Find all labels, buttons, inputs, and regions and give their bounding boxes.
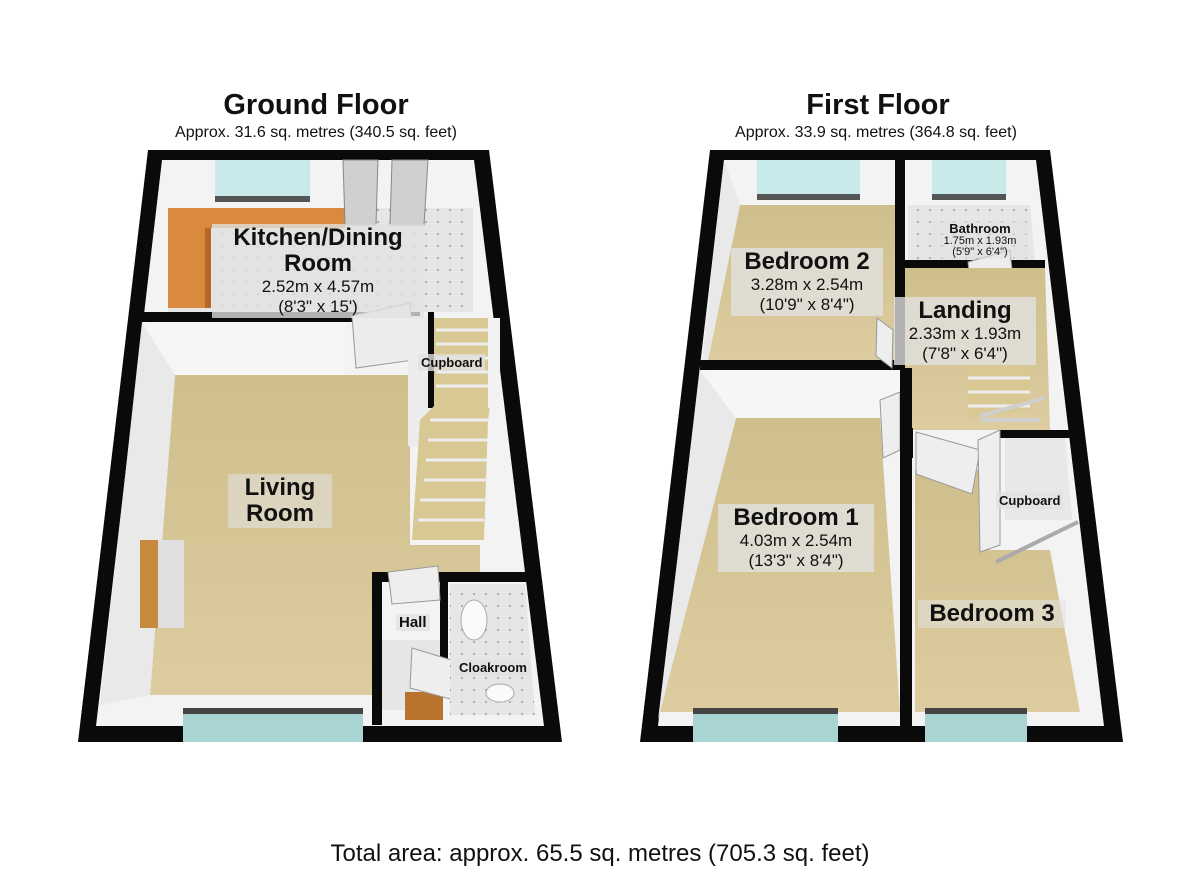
bathroom-label: Bathroom 1.75m x 1.93m (5'9" x 6'4") [932, 220, 1028, 259]
kitchen-metric: 2.52m x 4.57m [261, 277, 375, 296]
bedroom3-label: Bedroom 3 [918, 600, 1066, 628]
bathroom-imperial: (5'9" x 6'4") [952, 246, 1008, 258]
toilet [460, 599, 488, 641]
bedroom2-imperial: (10'9" x 8'4") [759, 295, 855, 314]
bedroom1-door [879, 391, 901, 459]
living-back-wall [142, 322, 345, 375]
hall-label: Hall [396, 614, 430, 631]
first-floor-plan [640, 150, 1123, 742]
living-name-line2: Room [246, 500, 314, 527]
bed2-bed1-wall [700, 360, 910, 370]
bedroom3-door [915, 431, 981, 495]
patio-door-right [389, 159, 429, 226]
hall-door [387, 565, 441, 605]
bedroom3-name: Bedroom 3 [929, 600, 1055, 627]
landing-imperial: (7'8" x 6'4") [922, 344, 1008, 363]
bedroom3-front-window [925, 714, 1027, 742]
bedroom3-floor [915, 470, 1080, 712]
hall-cloak-wall [372, 572, 532, 582]
bedroom1-name: Bedroom 1 [733, 504, 859, 531]
bed1-bed3-wall [900, 368, 912, 742]
kitchen-name-line2: Room [284, 250, 352, 277]
living-name-line1: Living [244, 474, 316, 501]
basin [485, 683, 515, 703]
bedroom1-back-wall [700, 370, 900, 418]
landing-name: Landing [918, 297, 1012, 324]
first-cupboard-label: Cupboard [996, 492, 1064, 509]
landing-door-bed2 [875, 317, 894, 369]
bedroom1-label: Bedroom 1 4.03m x 2.54m (13'3" x 8'4") [718, 504, 874, 572]
ground-cupboard-label: Cupboard [418, 354, 486, 371]
cloakroom-label: Cloakroom [456, 659, 530, 676]
bathroom-name: Bathroom [949, 221, 1011, 236]
landing-stairs [968, 366, 1046, 422]
first-cupboard-wall [1000, 430, 1070, 438]
bedroom1-left-wall [658, 370, 736, 720]
ground-floor-area: Approx. 31.6 sq. metres (340.5 sq. feet) [175, 124, 457, 141]
bedroom1-front-window [693, 714, 838, 742]
bedroom2-name: Bedroom 2 [744, 248, 870, 275]
kitchen-imperial: (8'3" x 15') [278, 297, 358, 316]
ground-front-window [183, 714, 363, 742]
living-room-label: Living Room [228, 474, 332, 528]
total-area: Total area: approx. 65.5 sq. metres (705… [330, 840, 870, 867]
bedroom2-window [757, 160, 860, 194]
first-floor-area: Approx. 33.9 sq. metres (364.8 sq. feet) [735, 124, 1017, 141]
bedroom2-left-wall [702, 160, 740, 360]
bedroom1-imperial: (13'3" x 8'4") [748, 551, 844, 570]
bed2-bath-wall [895, 150, 905, 365]
ground-floor-title: Ground Floor [223, 89, 409, 121]
landing-label: Landing 2.33m x 1.93m (7'8" x 6'4") [894, 297, 1036, 365]
first-cupboard-door [977, 429, 1001, 553]
kitchen-dining-label: Kitchen/Dining Room 2.52m x 4.57m (8'3" … [212, 224, 424, 318]
worktop-edge [205, 228, 211, 308]
bedroom2-metric: 3.28m x 2.54m [750, 275, 864, 294]
bathroom-metric: 1.75m x 1.93m [943, 235, 1017, 247]
landing-metric: 2.33m x 1.93m [908, 324, 1022, 343]
bedroom1-metric: 4.03m x 2.54m [739, 531, 853, 550]
living-room-floor [150, 375, 480, 695]
first-floor-title: First Floor [806, 89, 950, 121]
front-door-mat [405, 692, 443, 720]
kitchen-window [215, 160, 310, 196]
patio-door-left [342, 159, 379, 226]
kitchen-name-line1: Kitchen/Dining [233, 224, 403, 251]
bedroom2-label: Bedroom 2 3.28m x 2.54m (10'9" x 8'4") [731, 248, 883, 316]
bathroom-window [932, 160, 1006, 194]
